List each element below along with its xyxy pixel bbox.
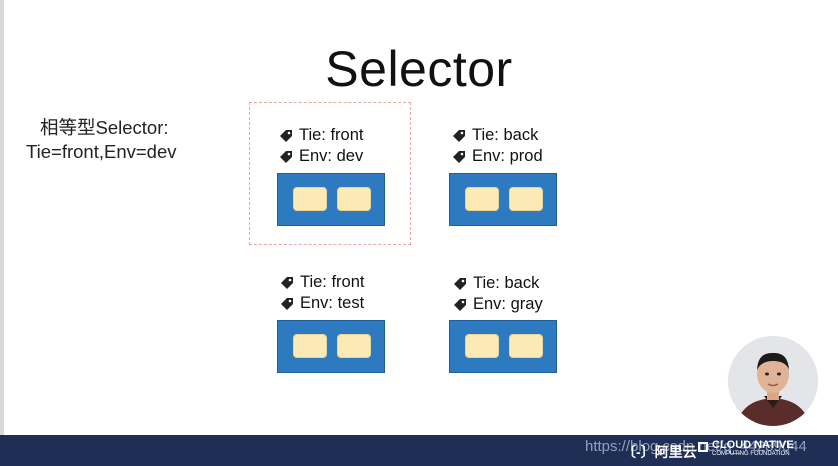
pod-body: [449, 320, 557, 373]
presenter-video-avatar: [728, 336, 818, 426]
label-line: Tie: front: [279, 125, 399, 146]
pod-body: [449, 173, 557, 226]
container-block: [293, 334, 327, 358]
pod-body: [277, 173, 385, 226]
selector-note-line2: Tie=front,Env=dev: [26, 141, 177, 162]
presenter-illustration: [728, 336, 818, 426]
cncf-logo-line1: CLOUD NATIVE: [712, 439, 794, 451]
label-tie: Tie: back: [472, 126, 539, 144]
label-line: Tie: back: [452, 125, 572, 146]
tag-icon: [281, 276, 293, 289]
aliyun-logo: 〔-〕阿里云: [622, 444, 697, 460]
pod-body: [277, 320, 385, 373]
label-line: Env: test: [280, 293, 400, 314]
cncf-logo: CLOUD NATIVE COMPUTING FOUNDATION: [698, 439, 794, 459]
tag-icon: [453, 129, 465, 142]
tag-icon: [453, 150, 465, 163]
container-block: [293, 187, 327, 211]
label-env: Env: test: [300, 294, 365, 312]
container-block: [509, 187, 543, 211]
container-block: [509, 334, 543, 358]
tag-icon: [280, 150, 292, 163]
label-line: Tie: front: [280, 272, 400, 293]
pod-card: Tie: front Env: dev: [279, 125, 399, 167]
pod-card: Tie: back Env: gray: [453, 273, 573, 315]
container-block: [337, 334, 371, 358]
container-block: [337, 187, 371, 211]
tag-icon: [280, 129, 292, 142]
label-env: Env: prod: [472, 147, 543, 165]
label-line: Env: dev: [279, 146, 399, 167]
selector-note-line1: 相等型Selector:: [40, 117, 169, 138]
label-line: Env: gray: [453, 294, 573, 315]
label-tie: Tie: back: [473, 274, 540, 292]
label-line: Tie: back: [453, 273, 573, 294]
label-env: Env: dev: [299, 147, 364, 165]
pod-card: Tie: back Env: prod: [452, 125, 572, 167]
selector-note: 相等型Selector: Tie=front,Env=dev: [26, 116, 216, 164]
tag-icon: [281, 297, 293, 310]
tag-icon: [454, 277, 466, 290]
slide-edge: [0, 0, 4, 466]
selection-highlight-box: [249, 102, 411, 245]
label-tie: Tie: front: [300, 273, 365, 291]
container-block: [465, 187, 499, 211]
cncf-logo-line2: COMPUTING FOUNDATION: [712, 451, 790, 457]
tag-icon: [454, 298, 466, 311]
label-env: Env: gray: [473, 295, 543, 313]
slide-title: Selector: [325, 41, 513, 97]
cncf-mark-icon: [698, 442, 708, 452]
pod-card: Tie: front Env: test: [280, 272, 400, 314]
label-tie: Tie: front: [299, 126, 364, 144]
watermark-url: https://blog.csdn.net/q_44289044: [585, 438, 807, 455]
container-block: [465, 334, 499, 358]
label-line: Env: prod: [452, 146, 572, 167]
